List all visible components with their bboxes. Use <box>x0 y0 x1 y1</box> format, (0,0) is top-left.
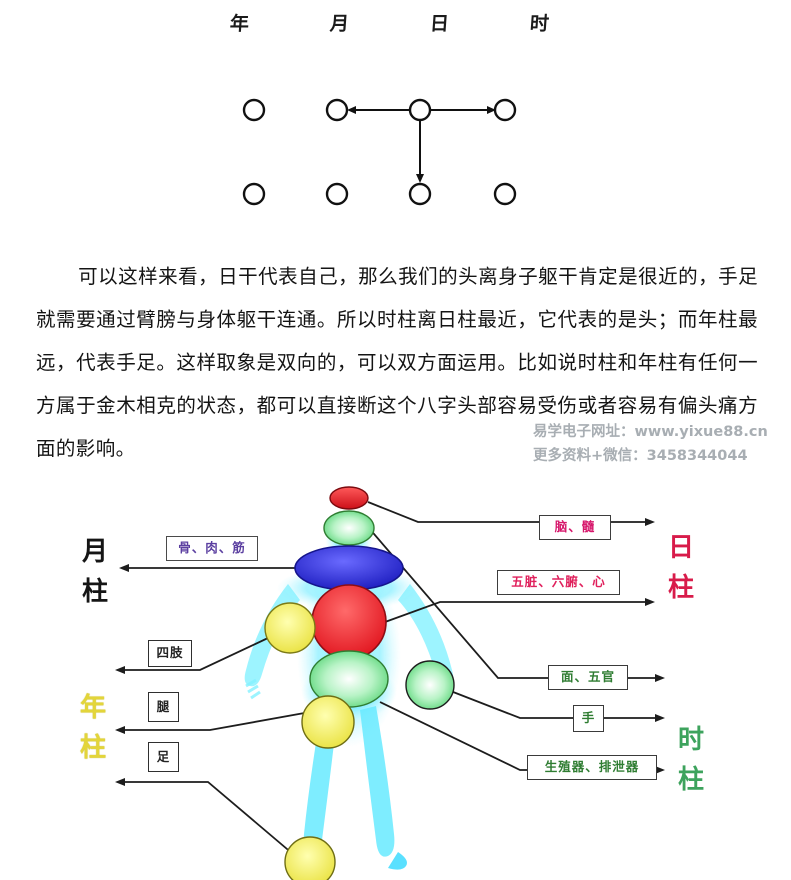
arrow-top3-to-top2 <box>347 106 410 114</box>
tag-legs-text: 腿 <box>156 698 171 714</box>
tag-legs: 腿 <box>148 692 179 722</box>
tag-feet: 足 <box>148 742 179 772</box>
arrow-top3-to-top4 <box>430 106 496 114</box>
watermark-line-1: 易学电子网址：www.yixue88.cn <box>533 424 768 440</box>
arrow-top3-to-bottom3 <box>416 120 424 183</box>
pillar-header-hour: 时 <box>529 12 551 35</box>
marker-chest-heart <box>311 584 387 660</box>
pillar-label-year-text: 年柱 <box>79 693 106 763</box>
body-markers <box>264 486 455 880</box>
node-top-1 <box>242 98 266 122</box>
body-correspondence-diagram: 月柱 年柱 日柱 时柱 骨、肉、筋 脑、髓 五脏、六腑、心 四肢 腿 足 面、五… <box>0 480 791 880</box>
pillar-label-year: 年柱 <box>70 688 116 768</box>
circle-diagram-svg <box>242 98 517 206</box>
node-bottom-1 <box>242 182 266 206</box>
four-pillars-circle-diagram <box>230 86 550 216</box>
tag-face-features: 面、五官 <box>548 665 628 690</box>
pillar-label-hour-text: 时柱 <box>677 725 704 795</box>
node-top-2 <box>325 98 349 122</box>
marker-left-arm <box>264 602 316 654</box>
pillar-label-day-text: 日柱 <box>667 533 694 603</box>
tag-feet-text: 足 <box>156 748 171 764</box>
marker-face <box>323 510 375 546</box>
tag-limbs: 四肢 <box>148 640 192 667</box>
marker-right-hand <box>405 660 455 710</box>
node-top-4 <box>493 98 517 122</box>
illustration-svg <box>115 486 665 880</box>
tag-bone-flesh-tendon: 骨、肉、筋 <box>166 536 258 561</box>
pillar-label-hour: 时柱 <box>668 720 714 800</box>
pillar-label-month: 月柱 <box>72 532 118 612</box>
watermark-line-2: 更多资料+微信：3458344044 <box>533 448 748 464</box>
tag-limbs-text: 四肢 <box>156 645 184 661</box>
tag-brain-marrow-text: 脑、髓 <box>554 519 596 535</box>
pillar-label-month-text: 月柱 <box>81 537 108 607</box>
tag-brain-marrow: 脑、髓 <box>539 515 611 540</box>
node-bottom-3 <box>408 182 432 206</box>
marker-head-top <box>329 486 369 510</box>
node-top-3 <box>408 98 432 122</box>
marker-leg <box>301 695 355 749</box>
explanation-paragraph: 可以这样来看，日干代表自己，那么我们的头离身子躯干肯定是很近的，手足就需要通过臂… <box>36 255 758 470</box>
tag-repro-excretory: 生殖器、排泄器 <box>527 755 657 780</box>
node-bottom-4 <box>493 182 517 206</box>
tag-hands: 手 <box>573 705 604 732</box>
node-bottom-2 <box>325 182 349 206</box>
tag-hands-text: 手 <box>581 710 596 726</box>
marker-shoulders <box>294 545 404 591</box>
pillar-label-day: 日柱 <box>658 528 704 608</box>
tag-organs-heart: 五脏、六腑、心 <box>497 570 620 595</box>
marker-foot <box>284 836 336 880</box>
pillar-header-year: 年 <box>229 12 251 35</box>
tag-organs-heart-text: 五脏、六腑、心 <box>511 574 606 590</box>
pillar-header-row: 年 月 日 时 <box>229 6 551 38</box>
pillar-header-month: 月 <box>329 12 351 35</box>
tag-face-features-text: 面、五官 <box>560 669 615 685</box>
tag-repro-excretory-text: 生殖器、排泄器 <box>544 759 640 775</box>
pillar-header-day: 日 <box>429 12 451 35</box>
paragraph-text: 可以这样来看，日干代表自己，那么我们的头离身子躯干肯定是很近的，手足就需要通过臂… <box>36 265 758 460</box>
tag-bone-flesh-tendon-text: 骨、肉、筋 <box>178 540 246 556</box>
watermark: 易学电子网址：www.yixue88.cn 更多资料+微信：3458344044 <box>533 420 791 468</box>
